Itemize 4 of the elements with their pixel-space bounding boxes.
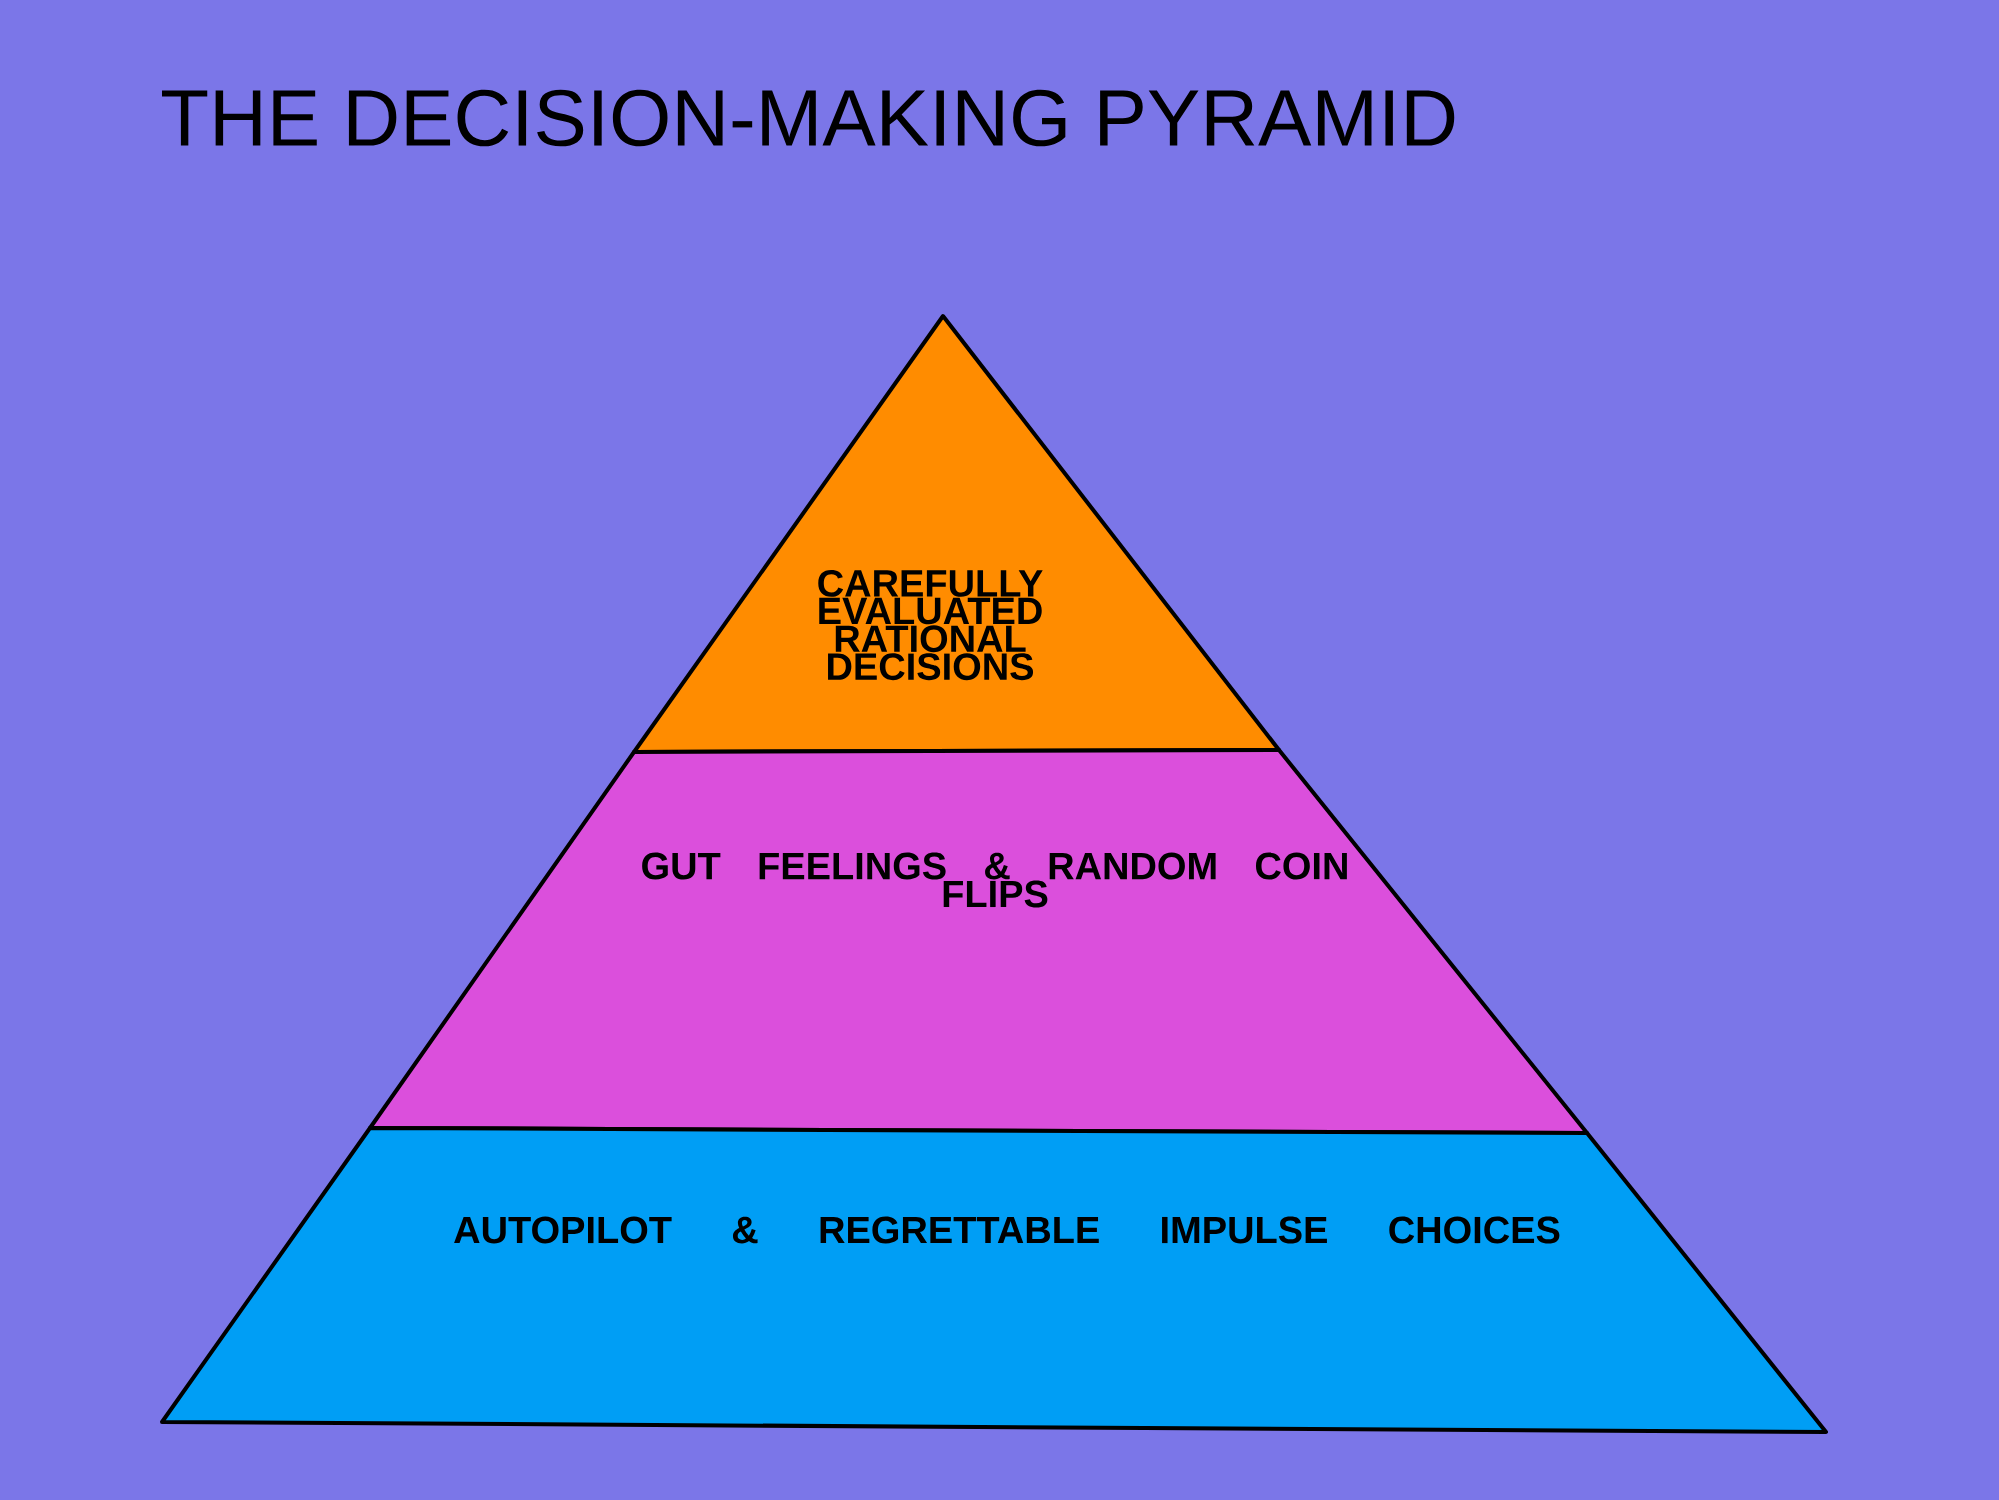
title: THE DECISION-MAKING PYRAMID: [162, 89, 1455, 147]
pyramid-tier: AUTOPILOT & REGRETTABLE IMPULSE CHOICES: [160, 1126, 1828, 1434]
pyramid-tier: CAREFULLY EVALUATED RATIONAL DECISIONS: [632, 314, 1281, 754]
pyramid-tier: GUT FEELINGS & RANDOM COIN FLIPS: [368, 748, 1589, 1135]
